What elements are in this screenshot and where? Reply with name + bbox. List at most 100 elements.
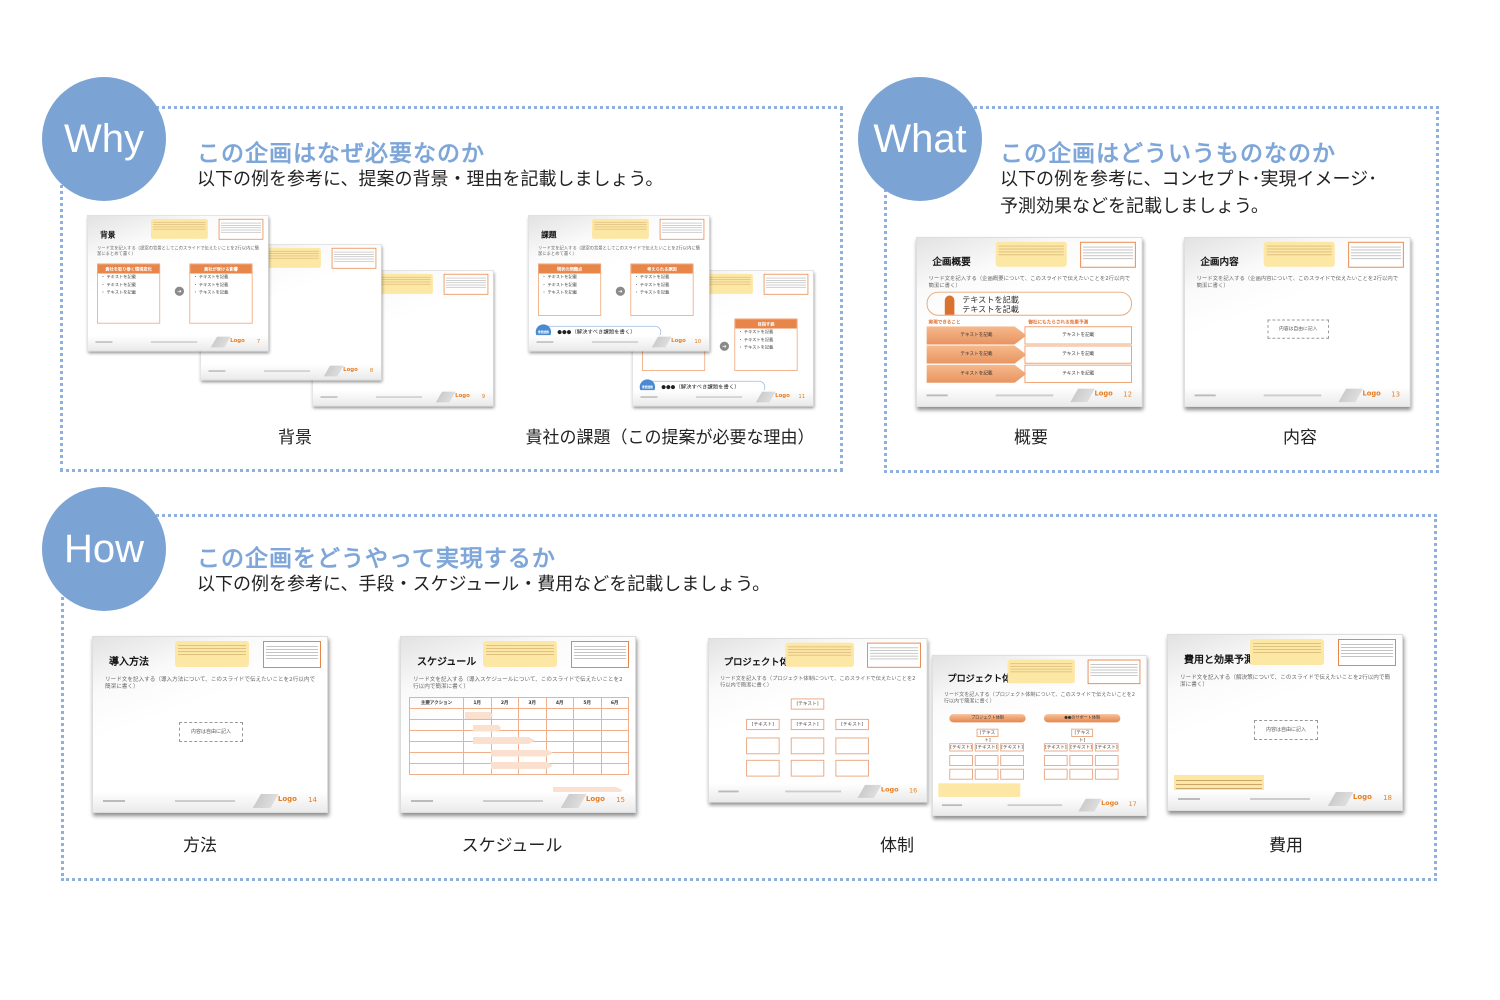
advice-note: [483, 641, 557, 667]
info-line: [1090, 666, 1138, 668]
note-line: [1266, 251, 1332, 253]
advice-note: [591, 218, 649, 239]
footer-date: [320, 396, 338, 398]
footer-decoration: [848, 784, 882, 798]
info-line: [1083, 252, 1133, 254]
footer-decoration: [428, 391, 456, 403]
footer-decoration: [748, 391, 776, 403]
slide-thumbnail-schedule[interactable]: スケジュールリード文を記入する（導入スケジュールについて、このスライドで伝えたい…: [400, 636, 636, 813]
team-tag: プロジェクト体制: [949, 714, 1026, 723]
summary-pill: テキストを記載テキストを記載: [926, 291, 1132, 316]
bullet-item: ・ テキストを記載: [738, 330, 774, 335]
schedule-cell: [573, 719, 602, 731]
note-line: [1176, 784, 1262, 785]
footer-copyright: [263, 370, 311, 372]
free-text-box: 内容は自由に記入: [179, 722, 243, 742]
schedule-cell: 主要アクション: [409, 697, 464, 709]
org-chart-node: [1043, 755, 1068, 767]
note-line: [486, 654, 554, 655]
note-line: [378, 279, 431, 281]
info-line: [220, 227, 262, 229]
info-line: [765, 286, 807, 288]
slide-thumbnail-haikei-1[interactable]: 背景リード文を記入する（提案の背景としてこのスライドで伝えたいことを2行以内に簡…: [87, 215, 269, 352]
arrow-step: テキストを記載: [926, 326, 1027, 345]
slide-thumbnail-gaiyo[interactable]: 企画概要リード文を記入する（企画概要について、このスライドで伝えたいことを2行以…: [916, 237, 1143, 407]
slide-logo: Logo: [775, 392, 790, 399]
advice-note: [263, 247, 321, 268]
org-chart-node: [1094, 755, 1119, 767]
info-line: [333, 251, 375, 253]
note-line: [1253, 649, 1321, 650]
footer-copyright: [1250, 798, 1310, 800]
lead-text: リード文を記入する（導入方法について、このスライドで伝えたいことを2行以内で簡潔…: [105, 677, 316, 690]
org-chart-node: [1043, 768, 1068, 780]
person-icon: [944, 295, 955, 315]
note-line: [998, 254, 1064, 256]
org-chart-node: [テキスト]: [790, 698, 825, 710]
bullet-item: ・ テキストを記載: [100, 275, 136, 280]
slide-thumbnail-hiyo[interactable]: 費用と効果予測リード文を記入する（解決策について、このスライドで伝えたいことを2…: [1167, 634, 1403, 811]
info-line: [869, 658, 919, 660]
info-line: [220, 231, 262, 233]
column-header: 考えられる原因: [631, 264, 693, 274]
schedule-cell: [463, 763, 492, 775]
slide-logo: Logo: [1101, 799, 1119, 807]
note-line: [153, 228, 206, 230]
info-line: [661, 229, 703, 231]
slide-thumbnail-hoho[interactable]: 導入方法リード文を記入する（導入方法について、このスライドで伝えたいことを2行以…: [92, 636, 328, 813]
footer-date: [942, 804, 963, 807]
org-chart-node: [テキスト]: [746, 718, 780, 731]
info-line: [266, 649, 318, 650]
info-line: [1351, 249, 1401, 251]
footer-decoration: [1069, 798, 1103, 812]
bullet-item: ・ テキストを記載: [634, 282, 670, 288]
slide-logo: Logo: [455, 392, 470, 399]
how-badge: How: [42, 487, 166, 611]
column-header: 目指す姿: [735, 319, 797, 329]
info-line: [266, 652, 318, 653]
note-line: [1176, 788, 1262, 789]
info-line: [1351, 246, 1401, 248]
info-line: [1341, 653, 1393, 654]
bullet-item: ・ テキストを記載: [100, 282, 136, 288]
why-heading: この企画はなぜ必要なのか: [197, 141, 485, 167]
info-line: [220, 222, 262, 224]
note-line: [698, 281, 751, 283]
footer-copyright: [1263, 394, 1322, 397]
info-line: [765, 280, 807, 281]
footer-date: [718, 790, 739, 793]
bullet-item: ・ テキストを記載: [738, 345, 774, 351]
advice-note: [1263, 241, 1335, 267]
lead-text: リード文を記入する（企画内容について、このスライドで伝えたいことを2行以内で簡潔…: [1196, 276, 1399, 289]
content-column: 目指す姿・ テキストを記載・ テキストを記載・ テキストを記載: [734, 318, 798, 371]
info-table: [331, 247, 377, 269]
schedule-cell: 2月: [490, 697, 519, 709]
note-line: [1010, 668, 1073, 670]
org-chart-node: [テキスト]: [1069, 743, 1094, 752]
info-line: [333, 258, 375, 260]
footer-date: [536, 341, 554, 343]
info-line: [1351, 252, 1401, 254]
org-chart-node: [1069, 768, 1094, 780]
org-chart-node: [テキスト]: [1094, 743, 1119, 752]
info-line: [574, 658, 626, 659]
note-line: [266, 253, 319, 255]
footer-date: [411, 800, 433, 802]
bullet-item: ・ テキストを記載: [541, 282, 577, 288]
bullet-item: ・ テキストを記載: [193, 290, 229, 296]
slide-thumbnail-taisei-1[interactable]: プロジェクト体制リード文を記入する（プロジェクト体制について、このスライドで伝え…: [708, 638, 928, 803]
note-line: [998, 248, 1064, 250]
info-line: [1341, 656, 1393, 657]
slide-thumbnail-naiyo[interactable]: 企画内容リード文を記入する（企画内容について、このスライドで伝えたいことを2行以…: [1184, 237, 1411, 407]
advice-note-bottom: [938, 783, 1021, 797]
bullet-item: ・ テキストを記載: [193, 282, 229, 288]
slide-thumbnail-kadai-1[interactable]: 課題リード文を記入する（提案の背景としてこのスライドで伝えたいことを2行以内に簡…: [528, 215, 710, 352]
advice-note: [785, 642, 855, 667]
footer-copyright: [150, 341, 198, 343]
note-line: [1253, 643, 1321, 644]
slide-thumbnail-taisei-2[interactable]: プロジェクト体制リード文を記入する（プロジェクト体制について、このスライドで伝え…: [932, 655, 1147, 817]
page-number: 10: [694, 338, 702, 345]
why-badge: Why: [42, 77, 166, 201]
note-line: [486, 645, 554, 646]
org-chart-node: [949, 755, 973, 767]
